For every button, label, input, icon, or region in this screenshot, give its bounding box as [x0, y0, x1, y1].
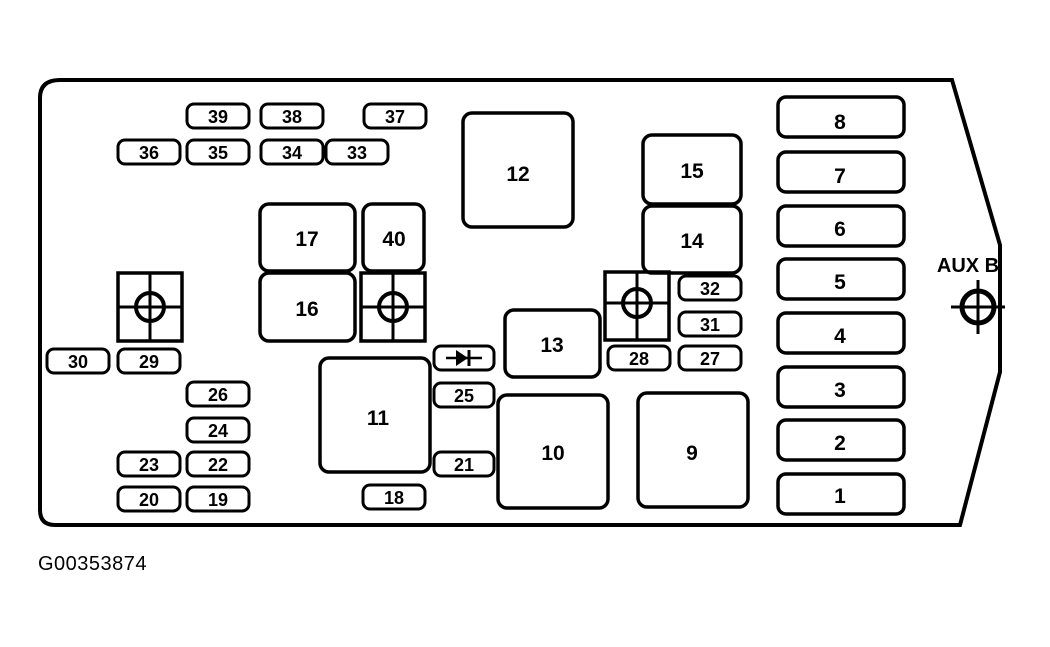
svg-text:27: 27: [700, 349, 720, 369]
svg-text:40: 40: [382, 228, 405, 251]
relay: 9: [636, 391, 750, 509]
svg-text:1: 1: [834, 485, 846, 508]
svg-text:29: 29: [139, 352, 159, 372]
svg-text:37: 37: [385, 107, 405, 127]
svg-text:9: 9: [686, 442, 698, 465]
svg-text:13: 13: [540, 334, 563, 357]
svg-text:33: 33: [347, 143, 367, 163]
small-fuse: 28: [606, 344, 672, 372]
large-fuse: 4: [776, 311, 906, 355]
small-fuse: 25: [432, 381, 496, 409]
large-fuse: 2: [776, 418, 906, 462]
small-fuse: 33: [324, 138, 390, 166]
svg-text:23: 23: [139, 455, 159, 475]
svg-text:26: 26: [208, 385, 228, 405]
small-fuse: 29: [116, 347, 182, 375]
svg-text:19: 19: [208, 490, 228, 510]
svg-text:10: 10: [541, 442, 564, 465]
aux-stud-label: AUX B: [937, 255, 999, 277]
svg-text:35: 35: [208, 143, 228, 163]
small-fuse: 37: [362, 102, 428, 130]
svg-text:39: 39: [208, 107, 228, 127]
relay: 12: [461, 111, 575, 229]
small-fuse: 26: [185, 380, 251, 408]
small-fuse: 20: [116, 485, 182, 513]
svg-text:28: 28: [629, 349, 649, 369]
small-fuse: 35: [185, 138, 251, 166]
relay: 17: [258, 202, 357, 273]
svg-text:7: 7: [834, 165, 846, 188]
small-fuse: 31: [677, 310, 743, 338]
figure-id-caption: G00353874: [38, 553, 148, 575]
small-fuse: 27: [677, 344, 743, 372]
small-fuse: 32: [677, 274, 743, 302]
small-fuse: 22: [185, 450, 251, 478]
large-fuse: 6: [776, 204, 906, 248]
mounting-stud-icon: [359, 271, 427, 343]
svg-text:20: 20: [139, 490, 159, 510]
small-fuse: 30: [45, 347, 111, 375]
svg-text:12: 12: [506, 163, 529, 186]
svg-text:16: 16: [295, 298, 318, 321]
relay: 15: [641, 133, 743, 206]
svg-text:6: 6: [834, 218, 846, 241]
large-fuse: 5: [776, 257, 906, 301]
svg-text:30: 30: [68, 352, 88, 372]
small-fuse: 19: [185, 485, 251, 513]
small-fuse: 23: [116, 450, 182, 478]
small-fuse: 36: [116, 138, 182, 166]
fuse-block-outline: [38, 78, 1002, 527]
large-fuse: 3: [776, 365, 906, 409]
small-fuse: 38: [259, 102, 325, 130]
svg-text:2: 2: [834, 432, 846, 455]
svg-text:18: 18: [384, 488, 404, 508]
svg-text:36: 36: [139, 143, 159, 163]
svg-text:8: 8: [834, 111, 846, 134]
mounting-stud-icon: [116, 271, 184, 343]
svg-text:32: 32: [700, 279, 720, 299]
small-fuse: 24: [185, 416, 251, 444]
svg-text:25: 25: [454, 386, 474, 406]
relay: 40: [361, 202, 426, 273]
aux-stud-icon: [951, 280, 1005, 334]
svg-text:5: 5: [834, 271, 846, 294]
large-fuse: 1: [776, 472, 906, 516]
small-fuse: 18: [361, 483, 427, 511]
large-fuse: 8: [776, 95, 906, 139]
svg-text:14: 14: [680, 230, 704, 253]
relay: 10: [496, 393, 610, 510]
svg-text:4: 4: [834, 325, 846, 348]
svg-text:31: 31: [700, 315, 720, 335]
mounting-stud-icon: [603, 270, 671, 342]
svg-text:24: 24: [208, 421, 228, 441]
relay: 16: [258, 271, 357, 343]
large-fuse: 7: [776, 150, 906, 194]
svg-text:22: 22: [208, 455, 228, 475]
small-fuse: 21: [432, 450, 496, 478]
svg-text:34: 34: [282, 143, 302, 163]
diode-icon: [432, 344, 496, 372]
svg-text:15: 15: [680, 160, 704, 183]
relay: 11: [318, 356, 432, 474]
relay: 14: [641, 204, 743, 275]
svg-text:3: 3: [834, 379, 846, 402]
svg-text:17: 17: [295, 228, 318, 251]
small-fuse: 39: [185, 102, 251, 130]
svg-text:11: 11: [367, 407, 390, 430]
svg-text:38: 38: [282, 107, 302, 127]
relay: 13: [503, 308, 602, 379]
svg-text:21: 21: [454, 455, 474, 475]
small-fuse: 34: [259, 138, 325, 166]
